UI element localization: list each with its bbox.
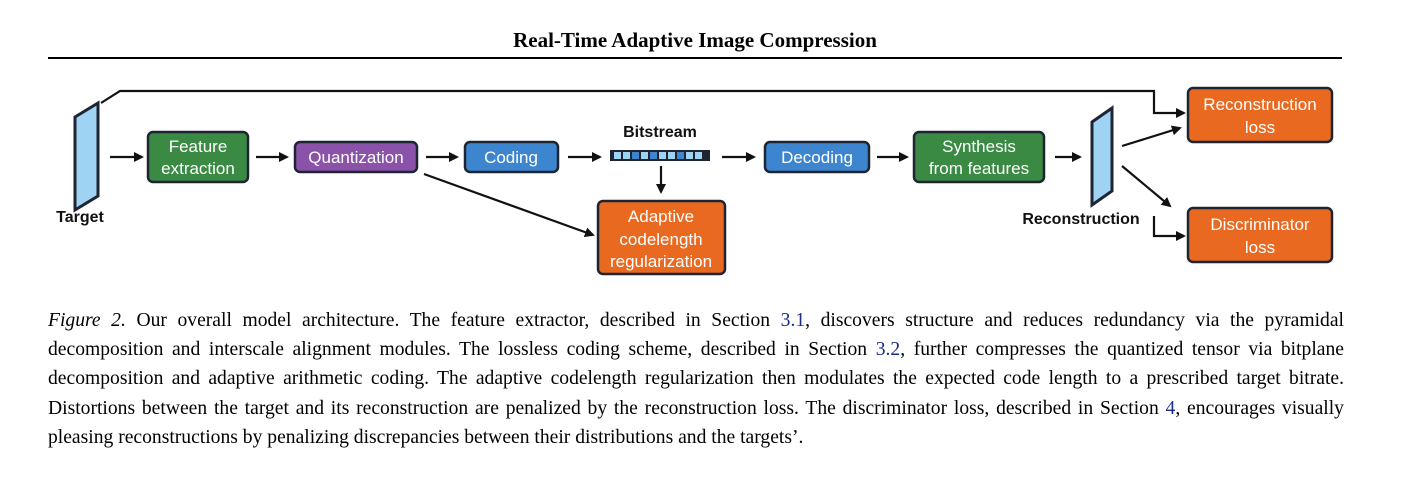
caption-text-1: Our overall model architecture. The feat… [125, 310, 781, 331]
page-title: Real-Time Adaptive Image Compression [513, 28, 877, 52]
caption-text-3: , further compresses the quantized tenso… [48, 339, 1344, 419]
caption-text-4: , encourages visually pleasing reconstru… [48, 397, 1344, 448]
svg-text:Reconstruction: Reconstruction [1203, 95, 1316, 114]
coding-box [463, 140, 560, 174]
arrow-reconstruction-to-disc-loss [1121, 165, 1172, 208]
recon-loss-label-2: loss [1245, 118, 1275, 137]
synthesis-label-2: from features [929, 159, 1029, 178]
quantization-label: Quantization [308, 148, 403, 167]
svg-text:Discriminator: Discriminator [1210, 215, 1310, 234]
feature-extraction-box [146, 130, 250, 184]
reconstruction-label: Reconstruction [1022, 211, 1139, 228]
arrow-quantization-to-adaptive [423, 172, 595, 237]
quantization-box [293, 140, 419, 174]
feature-extraction-label-1: Feature [169, 137, 228, 156]
synthesis-label-1: Synthesis [942, 137, 1016, 156]
disc-loss-label-2: loss [1245, 238, 1275, 257]
caption-text-2: , discovers structure and reduces redund… [48, 310, 1344, 361]
architecture-diagram: Target Feature extraction Quantization C… [56, 86, 1334, 276]
target-label: Target [56, 209, 104, 226]
section-ref-4[interactable]: 4 [1165, 397, 1176, 419]
figure-label: Figure 2. [48, 310, 126, 331]
target-skip-connection [100, 89, 1186, 118]
svg-text:codelength: codelength [619, 230, 702, 249]
discriminator-loss-box [1186, 206, 1334, 264]
adaptive-label-1: Adaptive [628, 207, 694, 226]
svg-text:loss: loss [1245, 118, 1275, 137]
target-image-plane [73, 100, 100, 213]
section-ref-3-2[interactable]: 3.2 [875, 339, 901, 361]
header-rule [48, 57, 1342, 59]
svg-text:loss: loss [1245, 238, 1275, 257]
adaptive-label-3: regularization [610, 252, 712, 271]
svg-text:Feature: Feature [169, 137, 228, 156]
adaptive-label-2: codelength [619, 230, 702, 249]
figure-caption: Figure 2. Our overall model architecture… [48, 306, 1344, 452]
adaptive-codelength-box [596, 199, 727, 276]
svg-text:regularization: regularization [610, 252, 712, 271]
arrow-to-discriminator-loss [1152, 216, 1186, 241]
bitstream-bar [610, 150, 710, 161]
arrow-reconstruction-to-recon-loss [1121, 125, 1182, 148]
svg-text:from features: from features [929, 159, 1029, 178]
synthesis-box [912, 130, 1046, 184]
feature-extraction-label-2: extraction [161, 159, 235, 178]
bitstream-label: Bitstream [623, 124, 697, 141]
disc-loss-label-1: Discriminator [1210, 215, 1310, 234]
recon-loss-label-1: Reconstruction [1203, 95, 1316, 114]
svg-text:extraction: extraction [161, 159, 235, 178]
decoding-label: Decoding [781, 148, 853, 167]
reconstruction-image-plane [1090, 105, 1114, 208]
coding-label: Coding [484, 148, 538, 167]
decoding-box [763, 140, 871, 174]
svg-text:Adaptive: Adaptive [628, 207, 694, 226]
svg-text:Synthesis: Synthesis [942, 137, 1016, 156]
section-ref-3-1[interactable]: 3.1 [780, 310, 806, 331]
reconstruction-loss-box [1186, 86, 1334, 144]
